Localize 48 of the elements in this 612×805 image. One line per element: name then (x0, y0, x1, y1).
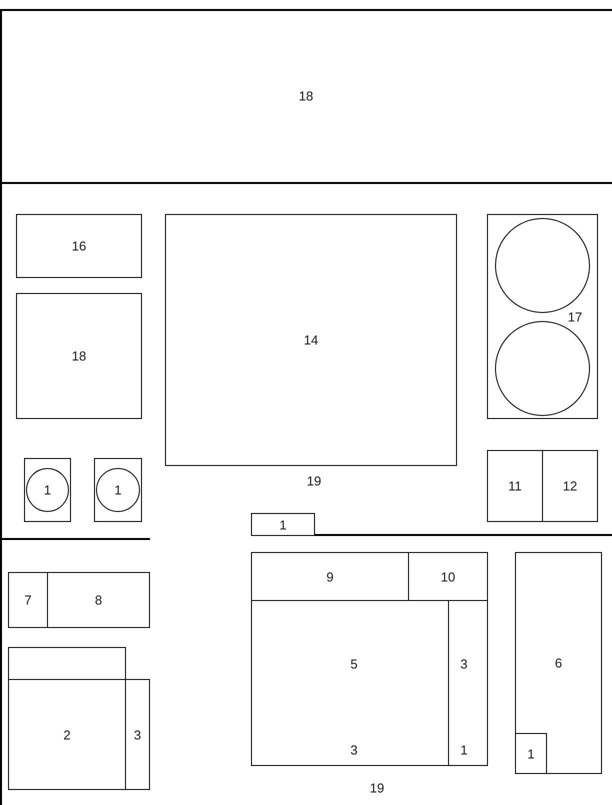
room-box (515, 733, 547, 774)
number-label: 1 (114, 484, 122, 496)
room-box (542, 450, 598, 522)
number-label: 1 (279, 518, 287, 531)
room-box (448, 600, 488, 766)
circle-shape (26, 468, 69, 512)
room-box (251, 600, 449, 766)
room-box (47, 572, 150, 628)
number-label: 1 (527, 747, 535, 760)
rectangle-shape (94, 458, 142, 522)
number-label: 18 (72, 350, 86, 362)
number-label: 14 (304, 334, 318, 346)
number-label: 9 (326, 570, 334, 583)
room-box (8, 572, 48, 628)
number-label: 1 (460, 744, 468, 756)
number-label: 1 (44, 484, 52, 496)
number-label: 12 (562, 480, 578, 492)
room-box (165, 214, 457, 466)
number-label: 3 (460, 658, 468, 670)
number-label: 6 (554, 656, 562, 670)
number-label: 19 (306, 474, 322, 488)
room-box (408, 552, 488, 601)
number-label: 17 (568, 310, 582, 324)
room-box (8, 679, 126, 790)
room-box (251, 513, 315, 536)
number-label: 19 (370, 782, 384, 794)
rectangle-shape (8, 647, 126, 680)
number-label: 8 (94, 594, 102, 606)
room-box (16, 214, 142, 278)
number-label: 7 (24, 594, 32, 606)
number-label: 10 (440, 570, 456, 583)
number-label: 5 (350, 658, 358, 670)
room-box (487, 450, 543, 522)
number-label: 3 (350, 744, 358, 756)
room-box (125, 679, 150, 790)
room-box (16, 293, 142, 419)
number-label: 18 (298, 89, 314, 102)
number-label: 3 (134, 728, 142, 741)
circle-shape (495, 218, 590, 313)
room-box (515, 552, 602, 774)
room-box (251, 552, 409, 601)
room-box (487, 214, 598, 419)
circle-shape (495, 321, 590, 416)
number-label: 16 (72, 240, 86, 252)
rectangle-shape (24, 458, 71, 522)
number-label: 11 (508, 480, 522, 492)
number-label: 2 (63, 728, 71, 741)
circle-shape (96, 468, 140, 512)
